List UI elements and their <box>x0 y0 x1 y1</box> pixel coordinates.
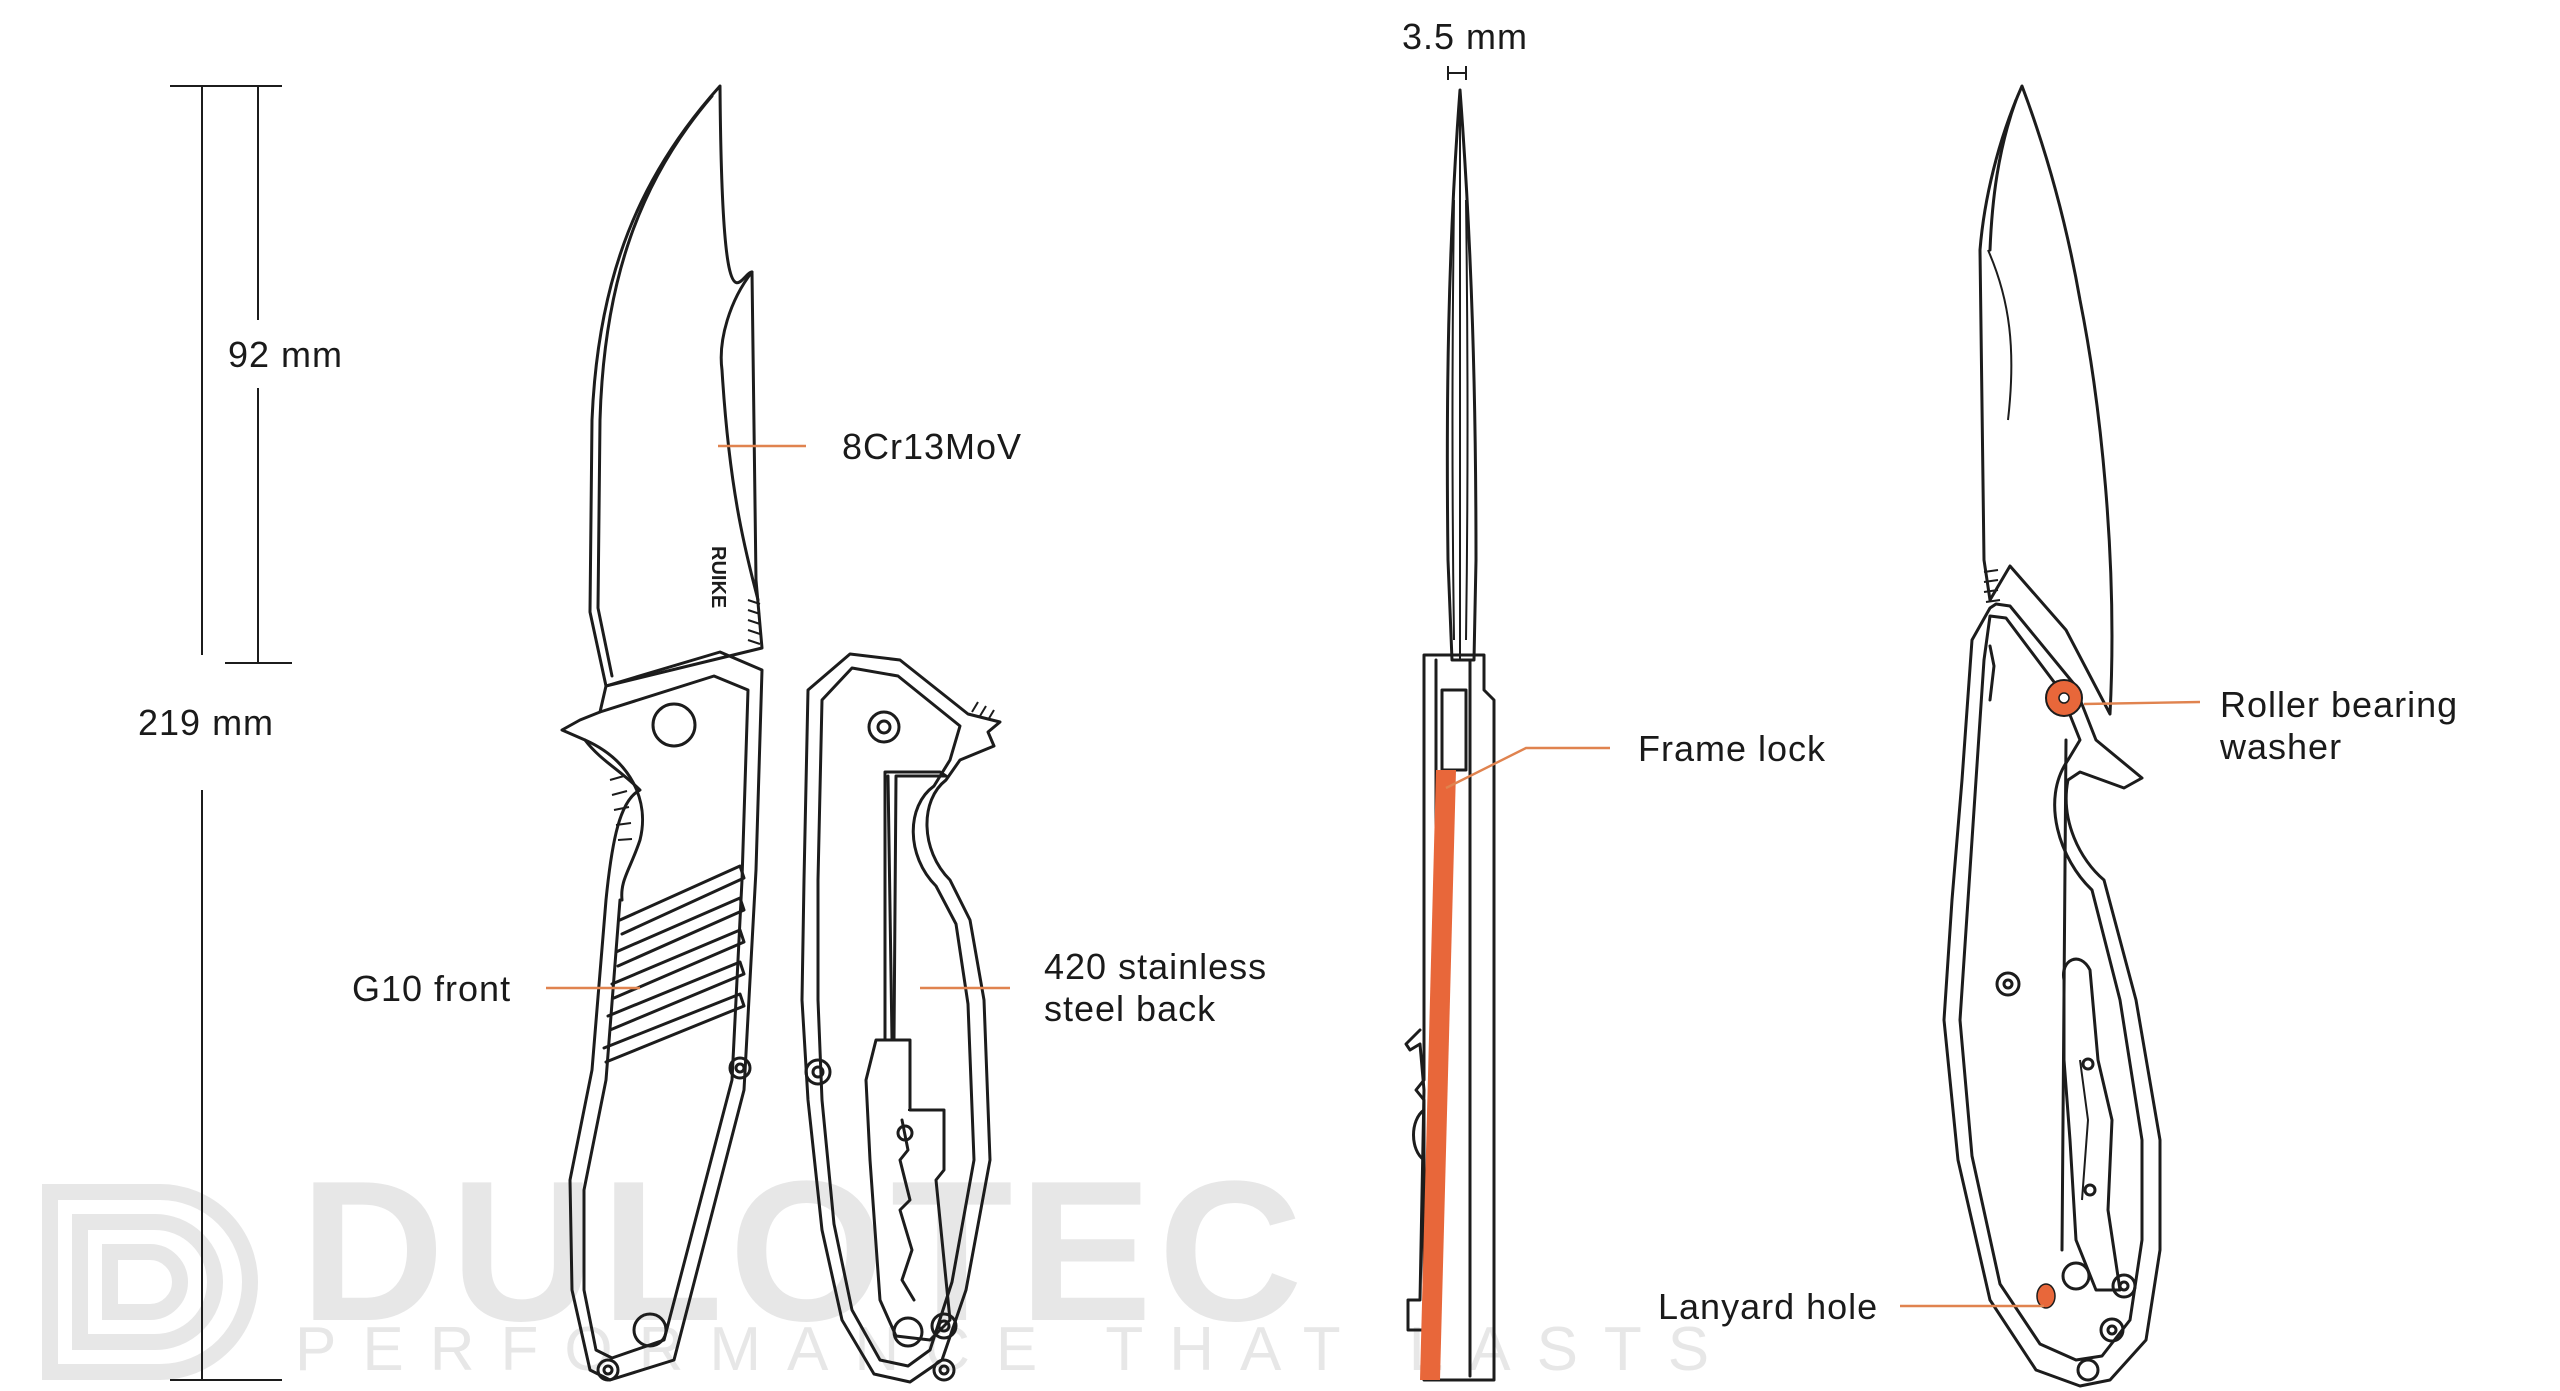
knife-spine-view <box>1404 66 1496 1382</box>
knife-front-view <box>560 84 764 1382</box>
pivot-front <box>651 702 697 748</box>
lanyard-hole <box>2036 1283 2056 1309</box>
callout-blade-steel: 8Cr13MoV <box>842 426 1023 467</box>
dimension-blade-length <box>225 86 292 664</box>
dimension-overall-length-label: 219 mm <box>138 702 275 743</box>
leader-lines <box>546 444 2201 1308</box>
knife-angled-view <box>1942 84 2162 1388</box>
blade-front <box>588 84 764 688</box>
watermark-brand: DULOTEC <box>300 1140 1309 1363</box>
blade-brand-mark: RUIKE <box>707 546 729 608</box>
clip-spine <box>1404 1028 1426 1332</box>
dimension-blade-length-label: 92 mm <box>228 334 344 375</box>
frame-lock-bar <box>1420 770 1456 1380</box>
callout-frame-lock: Frame lock <box>1638 728 1827 769</box>
handle-front <box>560 650 764 1382</box>
blade-spine <box>1445 88 1478 662</box>
pivot-back <box>867 710 901 744</box>
handle-spine <box>1414 653 1496 1382</box>
callout-roller-bearing-washer: Roller bearing washer <box>2220 684 2459 767</box>
dulotec-logo-icon <box>42 1184 258 1380</box>
callout-back-scale: 420 stainless steel back <box>1044 946 1268 1029</box>
handle-angled <box>1942 602 2162 1388</box>
pocket-clip-angled <box>2062 957 2122 1292</box>
watermark-tagline: PERFORMANCE THAT LASTS <box>295 1315 1736 1384</box>
callout-lanyard-hole: Lanyard hole <box>1658 1286 1879 1327</box>
g10-grip-grooves <box>602 864 746 1064</box>
dimension-thickness-label: 3.5 mm <box>1402 16 1529 57</box>
handle-back <box>800 652 1002 1384</box>
callout-front-scale: G10 front <box>352 968 512 1009</box>
blade-angled <box>1978 84 2114 716</box>
knife-back-view <box>800 652 1002 1384</box>
dimension-overall-length <box>170 85 282 1381</box>
